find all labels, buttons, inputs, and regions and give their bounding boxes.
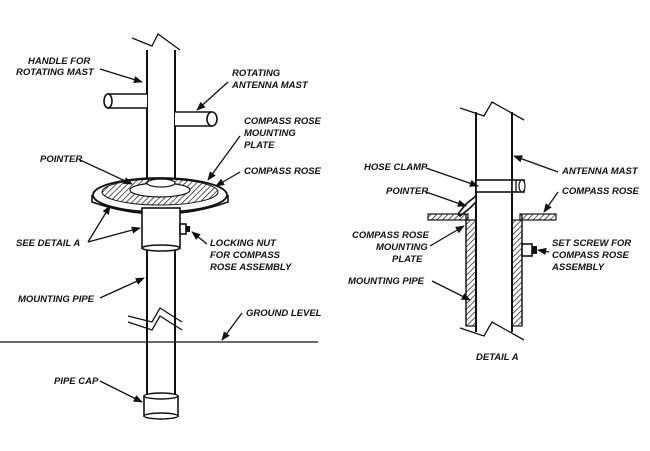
detail-label-pointer: POINTER	[386, 186, 428, 197]
pipe-cap	[143, 392, 179, 420]
label-rotating-mast-1: ROTATING	[232, 68, 281, 79]
main-view: HANDLE FOR ROTATING MAST ROTATING ANTENN…	[0, 33, 322, 420]
detail-mounting-plate	[465, 214, 523, 327]
detail-label-mounting-plate-1: COMPASS ROSE	[352, 230, 430, 241]
mounting-pipe	[127, 250, 183, 400]
detail-compass-rose	[427, 213, 557, 221]
label-rotating-mast-2: ANTENNA MAST	[231, 80, 309, 91]
detail-label-set-screw-2: COMPASS ROSE	[552, 250, 630, 261]
label-handle-2: ROTATING MAST	[16, 67, 95, 78]
detail-hose-clamp	[475, 179, 526, 193]
label-mounting-pipe: MOUNTING PIPE	[18, 294, 95, 305]
label-locking-nut-1: LOCKING NUT	[210, 238, 277, 249]
detail-label-mounting-pipe: MOUNTING PIPE	[348, 276, 425, 287]
label-mounting-plate-3: PLATE	[244, 140, 275, 151]
compass-rose-disk	[91, 177, 229, 215]
detail-label-hose-clamp: HOSE CLAMP	[364, 162, 428, 173]
label-mounting-plate-2: MOUNTING	[244, 128, 296, 139]
mounting-collar	[141, 207, 190, 252]
detail-title: DETAIL A	[476, 352, 519, 363]
detail-label-set-screw-3: ASSEMBLY	[551, 262, 606, 273]
label-pointer: POINTER	[40, 154, 82, 165]
detail-label-mounting-plate-3: PLATE	[392, 254, 423, 265]
label-locking-nut-3: ROSE ASSEMBLY	[210, 262, 293, 273]
detail-view: HOSE CLAMP ANTENNA MAST POINTER COMPASS …	[348, 101, 640, 363]
label-ground-level: GROUND LEVEL	[246, 308, 322, 319]
label-see-detail: SEE DETAIL A	[16, 238, 80, 249]
label-mounting-plate-1: COMPASS ROSE	[244, 116, 322, 127]
detail-label-set-screw-1: SET SCREW FOR	[552, 238, 631, 249]
label-compass-rose: COMPASS ROSE	[244, 166, 322, 177]
detail-label-mounting-plate-2: MOUNTING	[376, 242, 428, 253]
detail-set-screw	[521, 243, 537, 257]
detail-pointer	[456, 194, 477, 218]
detail-label-compass-rose: COMPASS ROSE	[562, 186, 640, 197]
detail-label-antenna-mast: ANTENNA MAST	[561, 166, 639, 177]
label-handle-1: HANDLE FOR	[28, 56, 90, 67]
mast-handle	[103, 93, 218, 127]
label-pipe-cap: PIPE CAP	[54, 376, 99, 387]
label-locking-nut-2: FOR COMPASS	[210, 250, 281, 261]
